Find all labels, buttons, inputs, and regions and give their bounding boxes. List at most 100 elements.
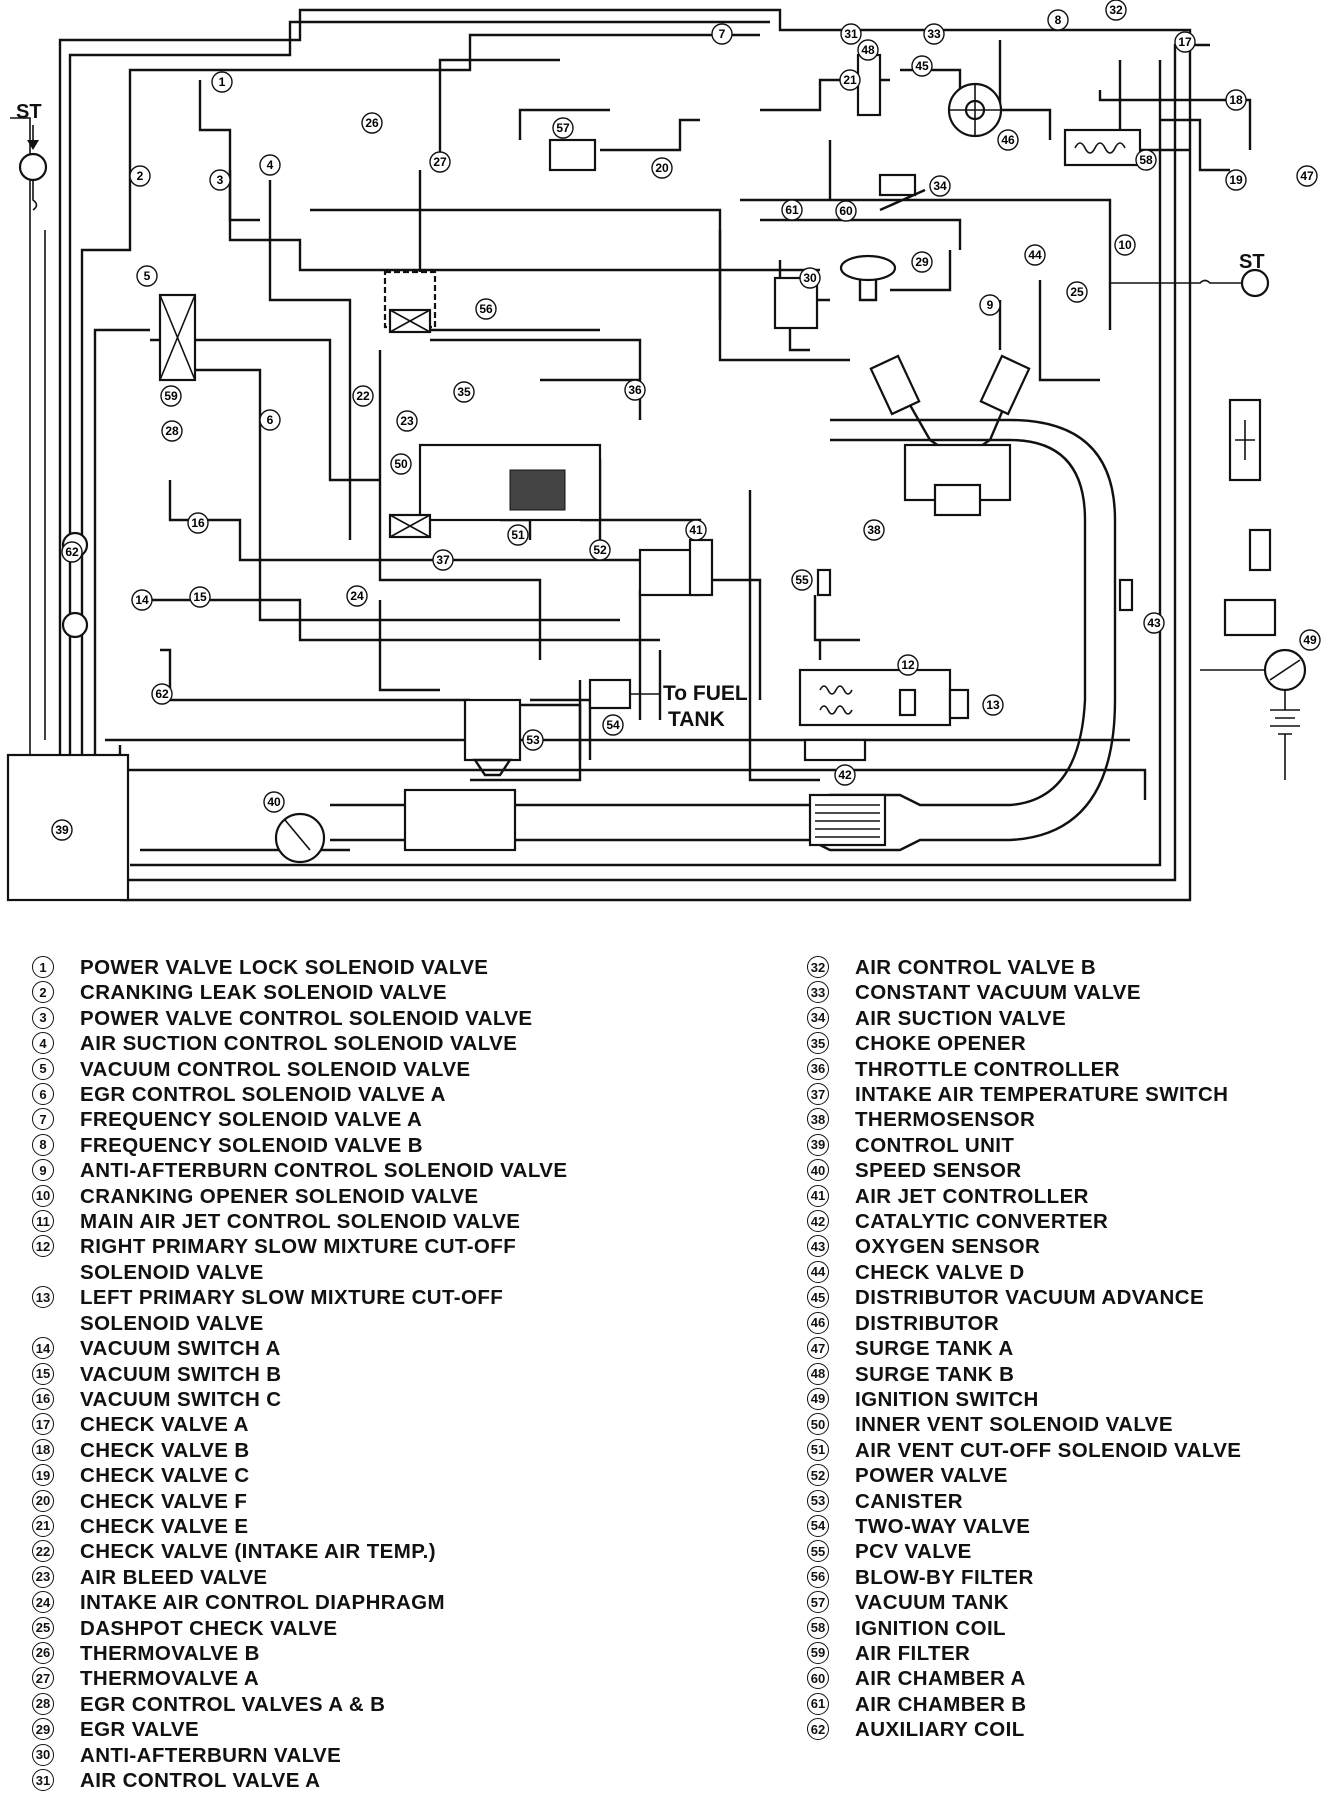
- callout-62b: 62: [151, 683, 173, 705]
- callout-47: 47: [1296, 165, 1318, 187]
- legend-label: INTAKE AIR TEMPERATURE SWITCH: [855, 1083, 1229, 1107]
- svg-text:12: 12: [901, 658, 915, 672]
- legend-label: EGR VALVE: [80, 1718, 200, 1742]
- svg-text:19: 19: [1229, 173, 1243, 187]
- distributor: [947, 82, 1003, 138]
- callout-40: 40: [263, 791, 285, 813]
- svg-text:3: 3: [217, 173, 224, 187]
- legend-label: AIR BLEED VALVE: [80, 1565, 268, 1589]
- svg-text:34: 34: [933, 179, 947, 193]
- legend-label: FREQUENCY SOLENOID VALVE B: [80, 1133, 423, 1157]
- legend-number: 55: [807, 1540, 829, 1563]
- legend-number: 46: [807, 1311, 829, 1334]
- legend-label: INNER VENT SOLENOID VALVE: [855, 1413, 1173, 1437]
- legend-label: THERMOVALVE A: [80, 1667, 260, 1691]
- st-left-label: ST: [16, 101, 42, 123]
- exhaust-pipe: [330, 418, 1117, 852]
- legend-number: 38: [807, 1108, 829, 1131]
- legend-item: 40 SPEED SENSOR: [807, 1158, 1307, 1183]
- legend-label: POWER VALVE LOCK SOLENOID VALVE: [80, 956, 489, 979]
- legend-label: POWER VALVE: [855, 1464, 1008, 1488]
- legend-number: 29: [32, 1718, 54, 1741]
- svg-text:62: 62: [155, 687, 169, 701]
- legend-label: CHECK VALVE (INTAKE AIR TEMP.): [80, 1540, 436, 1564]
- legend-item: 23 AIR BLEED VALVE: [32, 1565, 772, 1590]
- legend-number: 6: [32, 1083, 54, 1106]
- callout-7: 7: [711, 23, 733, 45]
- svg-text:30: 30: [803, 271, 817, 285]
- callout-12: 12: [897, 654, 919, 676]
- svg-text:62: 62: [65, 545, 79, 559]
- legend-number: 17: [32, 1413, 54, 1436]
- svg-text:48: 48: [861, 43, 875, 57]
- legend-number: 52: [807, 1464, 829, 1487]
- svg-text:16: 16: [191, 516, 205, 530]
- legend-number: 58: [807, 1616, 829, 1639]
- air-jet-controller: [638, 538, 714, 597]
- legend-number: 10: [32, 1184, 54, 1207]
- legend-number: 12: [32, 1235, 54, 1258]
- svg-text:59: 59: [164, 389, 178, 403]
- callout-53: 53: [522, 729, 544, 751]
- callout-23: 23: [396, 410, 418, 432]
- legend-label: SPEED SENSOR: [855, 1159, 1022, 1183]
- legend-number: 28: [32, 1692, 54, 1715]
- legend-number: 23: [32, 1565, 54, 1588]
- legend-number: 36: [807, 1057, 829, 1080]
- legend-label: SURGE TANK B: [855, 1362, 1015, 1386]
- svg-text:18: 18: [1229, 93, 1243, 107]
- legend-number: 60: [807, 1667, 829, 1690]
- to-fuel-tank-line2: TANK: [668, 708, 725, 731]
- callout-48: 48: [857, 39, 879, 61]
- svg-text:37: 37: [436, 553, 450, 567]
- ignition-coil: [1063, 128, 1142, 167]
- callout-55: 55: [791, 569, 813, 591]
- legend-label: VACUUM SWITCH B: [80, 1362, 282, 1386]
- svg-text:17: 17: [1178, 35, 1192, 49]
- carburetor-body: [388, 443, 602, 539]
- legend-number: 8: [32, 1133, 54, 1156]
- legend-number: 9: [32, 1159, 54, 1182]
- callout-29: 29: [911, 251, 933, 273]
- svg-text:57: 57: [556, 121, 570, 135]
- legend-number: 48: [807, 1362, 829, 1385]
- legend-label: VACUUM SWITCH A: [80, 1337, 281, 1361]
- callout-4: 4: [259, 154, 281, 176]
- catalytic-converter: [808, 793, 887, 847]
- svg-text:42: 42: [838, 768, 852, 782]
- legend-label: RIGHT PRIMARY SLOW MIXTURE CUT-OFF SOLEN…: [80, 1235, 517, 1284]
- legend-number: 37: [807, 1083, 829, 1106]
- callout-36: 36: [624, 379, 646, 401]
- legend-number: 40: [807, 1159, 829, 1182]
- legend-number: 2: [32, 981, 54, 1004]
- cooling-fan: [1223, 398, 1277, 637]
- legend-number: 21: [32, 1514, 54, 1537]
- legend-number: 56: [807, 1565, 829, 1588]
- legend-label: CHECK VALVE F: [80, 1489, 248, 1513]
- legend-number: 5: [32, 1057, 54, 1080]
- svg-text:1: 1: [219, 75, 226, 89]
- legend-label: CATALYTIC CONVERTER: [855, 1210, 1109, 1234]
- svg-text:50: 50: [394, 457, 408, 471]
- callout-51: 51: [507, 524, 529, 546]
- svg-text:33: 33: [927, 27, 941, 41]
- legend-label: DISTRIBUTOR VACUUM ADVANCE: [855, 1286, 1205, 1310]
- callout-44: 44: [1024, 244, 1046, 266]
- callout-32: 32: [1105, 0, 1127, 21]
